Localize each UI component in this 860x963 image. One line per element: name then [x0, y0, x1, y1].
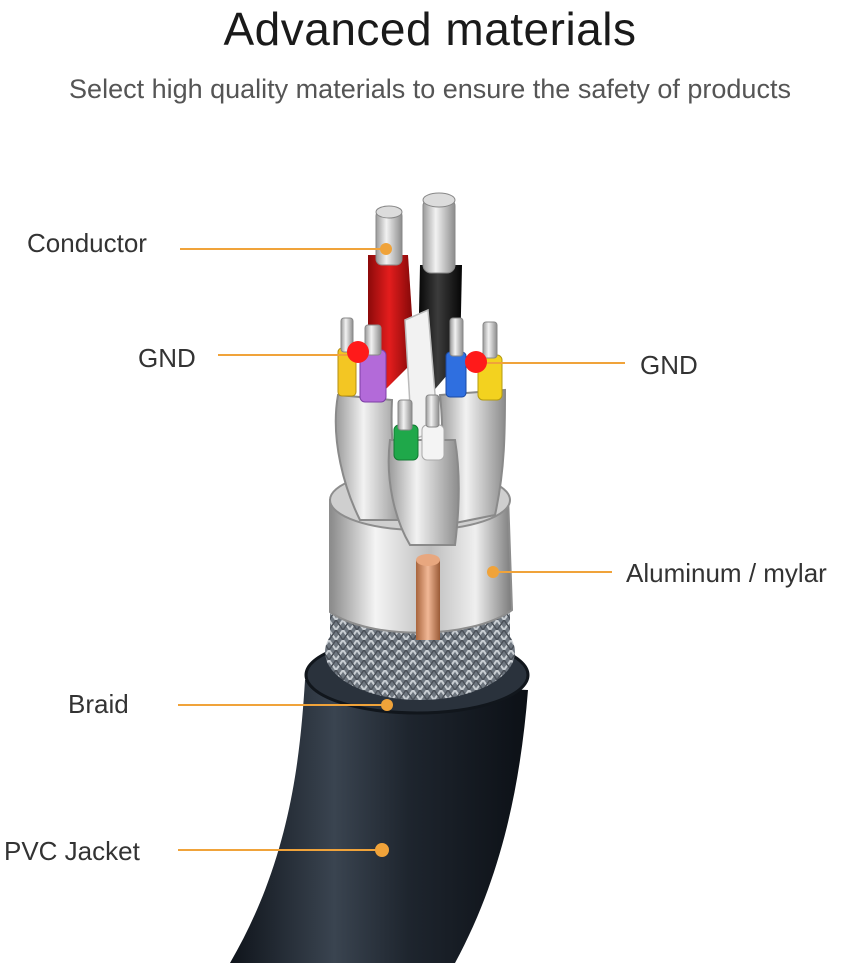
white-wire-small [421, 424, 445, 461]
pvc-jacket-shape [230, 680, 528, 963]
label-conductor: Conductor [27, 228, 147, 258]
page-title: Advanced materials [223, 3, 637, 55]
label-aluminum-mylar: Aluminum / mylar [626, 558, 827, 588]
dot-gnd-right [465, 351, 487, 373]
dot-conductor [380, 243, 392, 255]
label-gnd-right: GND [640, 350, 698, 380]
black-wire-strands [422, 197, 456, 274]
dot-braid [381, 699, 393, 711]
label-braid: Braid [68, 689, 129, 719]
dot-aluminum [487, 566, 499, 578]
dot-pvc [375, 843, 389, 857]
center-pair-foil [387, 439, 460, 546]
page-subtitle: Select high quality materials to ensure … [69, 74, 791, 104]
dot-gnd-left [347, 341, 369, 363]
copper-drain-wire [416, 560, 440, 640]
blue-wire [445, 351, 467, 398]
label-pvc-jacket: PVC Jacket [4, 836, 140, 866]
label-gnd-left: GND [138, 343, 196, 373]
